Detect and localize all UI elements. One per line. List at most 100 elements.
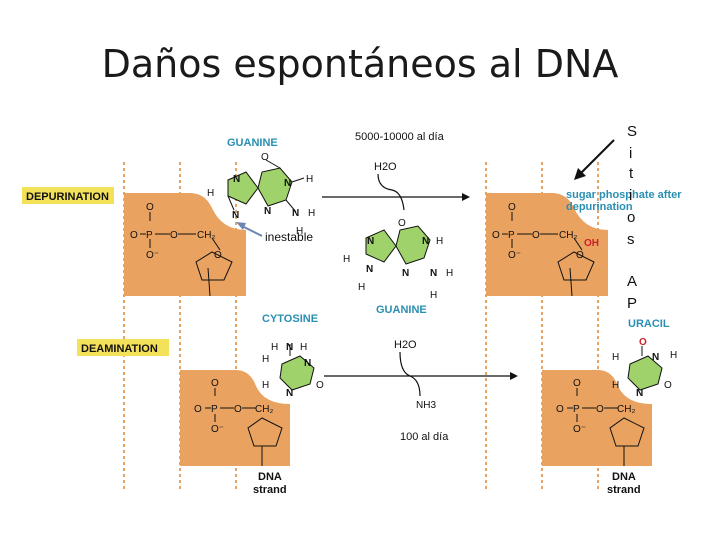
svg-text:H: H: [436, 236, 443, 247]
svg-text:OH: OH: [584, 238, 599, 249]
svg-text:O: O: [194, 404, 202, 415]
product-label-line2: depurination: [566, 201, 633, 213]
inestable-label: inestable: [265, 230, 313, 244]
svg-text:O: O: [556, 404, 564, 415]
depurination-water: H2O: [374, 161, 397, 173]
svg-text:H: H: [612, 352, 619, 363]
page-title: Daños espontáneos al DNA: [101, 42, 619, 86]
svg-text:N: N: [232, 210, 239, 221]
cytosine-structure: [279, 344, 315, 391]
svg-text:O: O: [596, 404, 604, 415]
left-sugar-phosphate-top: [140, 212, 233, 297]
side-letter-3: t: [629, 165, 634, 182]
inestable-arrow: [241, 225, 263, 237]
svg-text:N: N: [422, 236, 429, 247]
svg-text:O⁻: O⁻: [508, 250, 521, 261]
guanine-label-released: GUANINE: [376, 304, 427, 316]
svg-text:N: N: [636, 388, 643, 399]
svg-text:N: N: [366, 264, 373, 275]
svg-text:P: P: [211, 404, 218, 415]
right-backbone-bottom: [542, 370, 652, 466]
left-backbone-top: [124, 193, 246, 296]
svg-text:O: O: [532, 230, 540, 241]
svg-text:O: O: [508, 202, 516, 213]
svg-text:N: N: [430, 268, 437, 279]
sitios-arrow: [579, 139, 615, 175]
depurination-label-box: [22, 187, 114, 204]
svg-text:H: H: [343, 254, 350, 265]
svg-text:H: H: [446, 268, 453, 279]
deamination-rate: 100 al día: [400, 431, 449, 443]
svg-text:H: H: [262, 354, 269, 365]
svg-text:H: H: [300, 342, 307, 353]
left-backbone-bottom: [180, 370, 290, 466]
svg-text:O: O: [492, 230, 500, 241]
svg-text:O⁻: O⁻: [573, 424, 586, 435]
cytosine-label: CYTOSINE: [262, 313, 318, 325]
svg-text:CH₂: CH₂: [255, 404, 273, 415]
svg-text:N: N: [292, 208, 299, 219]
guanine-label-left: GUANINE: [227, 137, 278, 149]
svg-text:H: H: [271, 342, 278, 353]
guanine-structure-released: [365, 225, 431, 265]
svg-text:H: H: [430, 290, 437, 301]
svg-text:N: N: [286, 388, 293, 399]
product-label-line1: sugar phosphate after: [566, 189, 682, 201]
svg-text:O: O: [211, 378, 219, 389]
svg-text:P: P: [508, 230, 515, 241]
depurination-label: DEPURINATION: [26, 191, 109, 203]
side-letter-6: s: [627, 231, 635, 248]
svg-text:CH₂: CH₂: [559, 230, 577, 241]
side-letter-2: i: [629, 145, 632, 162]
svg-text:H: H: [358, 282, 365, 293]
deamination-label: DEAMINATION: [81, 343, 158, 355]
svg-text:O: O: [214, 250, 222, 261]
svg-text:O: O: [261, 152, 269, 163]
svg-text:P: P: [146, 230, 153, 241]
svg-text:O: O: [576, 250, 584, 261]
guanine-structure-left: [227, 159, 305, 213]
side-letter-5: o: [627, 209, 635, 226]
svg-text:O: O: [146, 202, 154, 213]
dna-label-left-2: strand: [253, 484, 287, 496]
right-backbone-top: [486, 193, 608, 296]
svg-text:N: N: [233, 174, 240, 185]
svg-text:O: O: [316, 380, 324, 391]
uracil-label: URACIL: [628, 318, 670, 330]
svg-text:N: N: [284, 178, 291, 189]
svg-text:N: N: [367, 236, 374, 247]
svg-text:H: H: [612, 380, 619, 391]
svg-text:O: O: [573, 378, 581, 389]
side-letter-1: S: [627, 123, 637, 140]
svg-text:O⁻: O⁻: [146, 250, 159, 261]
svg-text:CH₂: CH₂: [197, 230, 215, 241]
side-letter-7: A: [627, 273, 637, 290]
svg-text:N: N: [402, 268, 409, 279]
svg-text:O: O: [170, 230, 178, 241]
svg-text:N: N: [652, 352, 659, 363]
svg-text:N: N: [286, 342, 293, 353]
svg-text:O: O: [130, 230, 138, 241]
side-letter-4: i: [629, 187, 632, 204]
svg-text:N: N: [304, 358, 311, 369]
svg-text:H: H: [296, 226, 303, 237]
svg-text:N: N: [264, 206, 271, 217]
svg-text:CH₂: CH₂: [617, 404, 635, 415]
deamination-label-box: [77, 339, 169, 356]
deamination-water: H2O: [394, 339, 417, 351]
svg-text:H: H: [207, 188, 214, 199]
svg-text:P: P: [573, 404, 580, 415]
dna-label-left-1: DNA: [258, 471, 282, 483]
svg-text:O: O: [234, 404, 242, 415]
svg-text:H: H: [262, 380, 269, 391]
dna-label-right-1: DNA: [612, 471, 636, 483]
svg-text:O: O: [398, 218, 406, 229]
uracil-structure: [627, 346, 663, 391]
dna-label-right-2: strand: [607, 484, 641, 496]
deamination-byproduct: NH3: [416, 400, 436, 411]
depurination-rate: 5000-10000 al día: [355, 131, 445, 143]
svg-text:O⁻: O⁻: [211, 424, 224, 435]
svg-text:H: H: [308, 208, 315, 219]
